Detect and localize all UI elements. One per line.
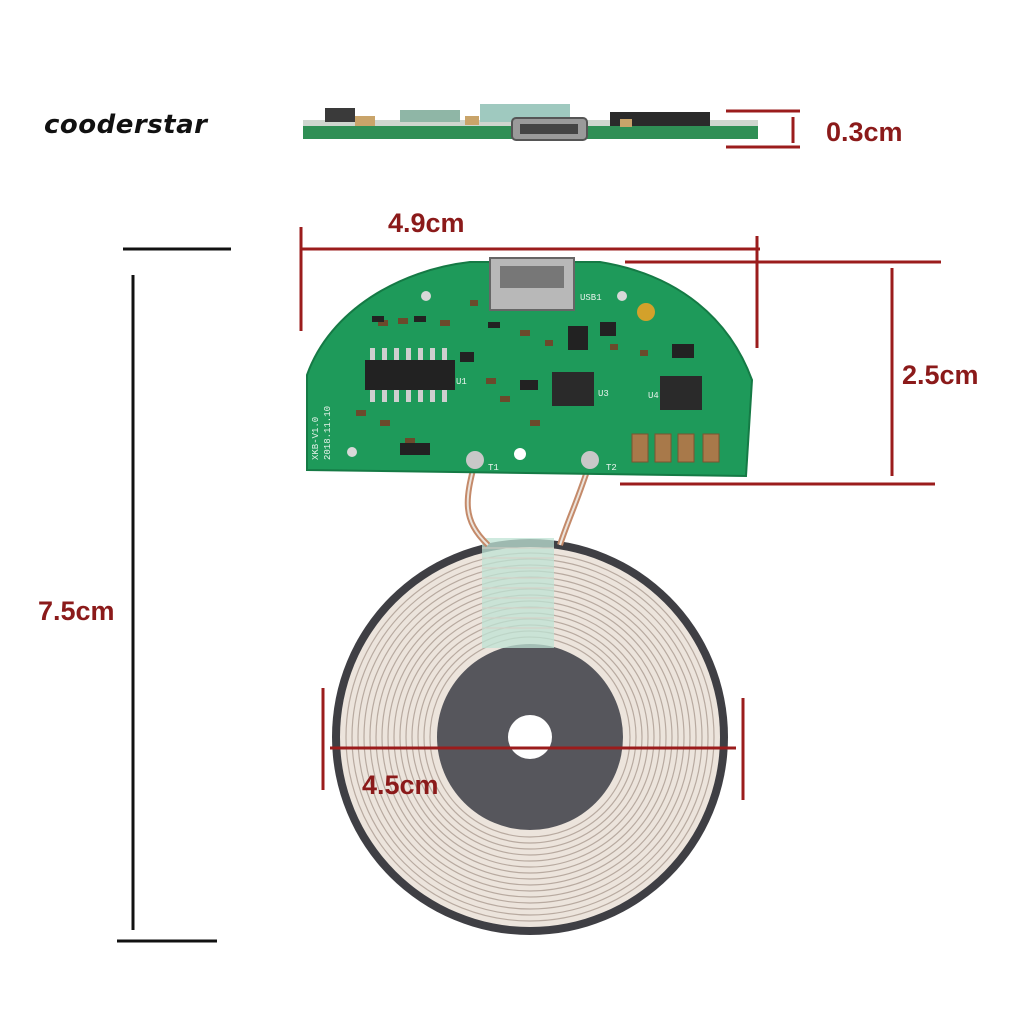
chip-u3 [552,372,594,406]
label-version: XKB-V1.0 [311,417,321,460]
width-dimension [299,227,760,348]
total-length-label: 7.5cm [38,596,115,626]
pcb-board [306,257,754,478]
label-u1: U1 [456,377,467,387]
height-dimension [620,260,941,486]
label-date: 2018.11.10 [323,406,333,460]
board-width-label: 4.9cm [388,208,465,238]
board-side-profile [303,104,758,141]
label-usb: USB1 [580,293,602,303]
main-ic [365,360,455,390]
label-t1: T1 [488,463,499,473]
label-t2: T2 [606,463,617,473]
coil-diameter-label: 4.5cm [362,770,439,800]
label-u3: U3 [598,389,609,399]
thickness-dimension [726,109,800,149]
tape-strip [482,538,554,648]
label-u4: U4 [648,391,659,401]
thickness-label: 0.3cm [826,117,903,147]
board-height-label: 2.5cm [902,360,979,390]
coil-diameter-dimension [321,688,745,800]
length-dimension [117,247,231,943]
charging-coil [332,538,728,935]
brand-watermark: cooderstar [44,110,208,140]
chip-u4 [660,376,702,410]
